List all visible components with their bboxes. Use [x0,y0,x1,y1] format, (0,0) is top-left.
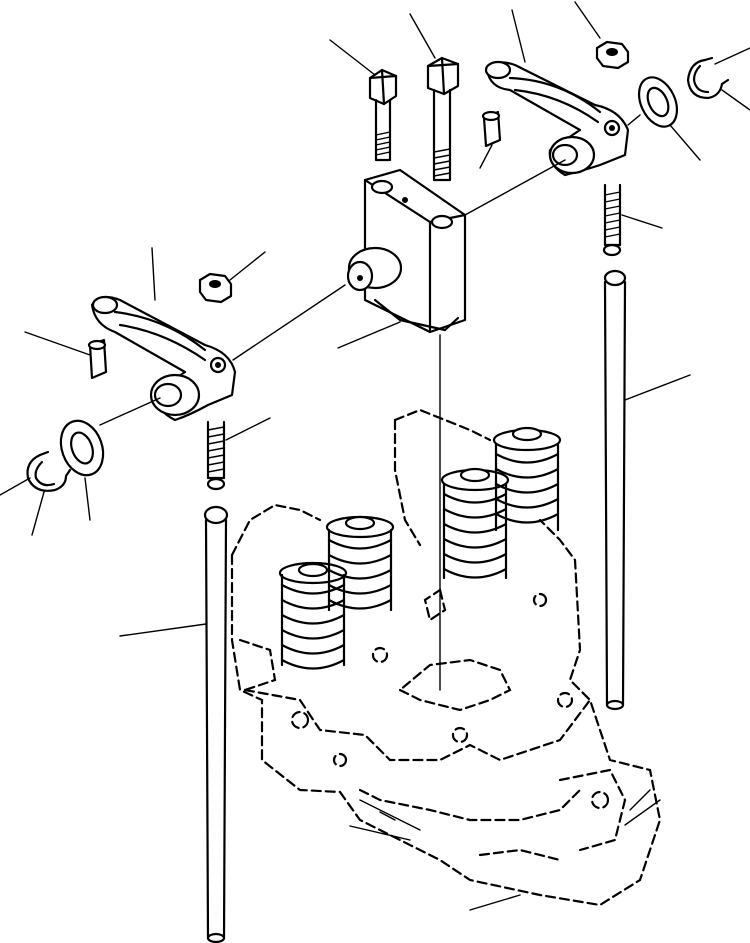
assembly-axis-lines [99,114,641,691]
rocker-arm-left [90,295,237,422]
rocker-shaft-bracket [346,168,467,334]
nut-right [595,40,630,70]
washer-right [637,76,679,128]
push-rod-right [603,269,627,711]
snap-ring-right [686,56,730,100]
dowel-pin [481,110,502,148]
adjusting-screw-right [602,183,622,257]
cylinder-head [230,408,662,911]
snap-ring-left [26,450,72,492]
valve-spring [278,561,348,670]
dowel-pin-left [87,338,108,380]
callout-leaders [0,1,750,637]
bolt-short [368,68,398,162]
valve-spring-group [278,426,562,670]
rocker-arm-right [484,60,630,177]
valve-spring [325,515,395,612]
valve-spring [440,467,510,580]
adjusting-screw-left [206,420,226,491]
valve-spring [492,426,562,532]
push-rod-left [203,505,229,943]
washer-left [59,419,105,477]
bolt-long [426,56,460,182]
nut-left [198,272,233,304]
